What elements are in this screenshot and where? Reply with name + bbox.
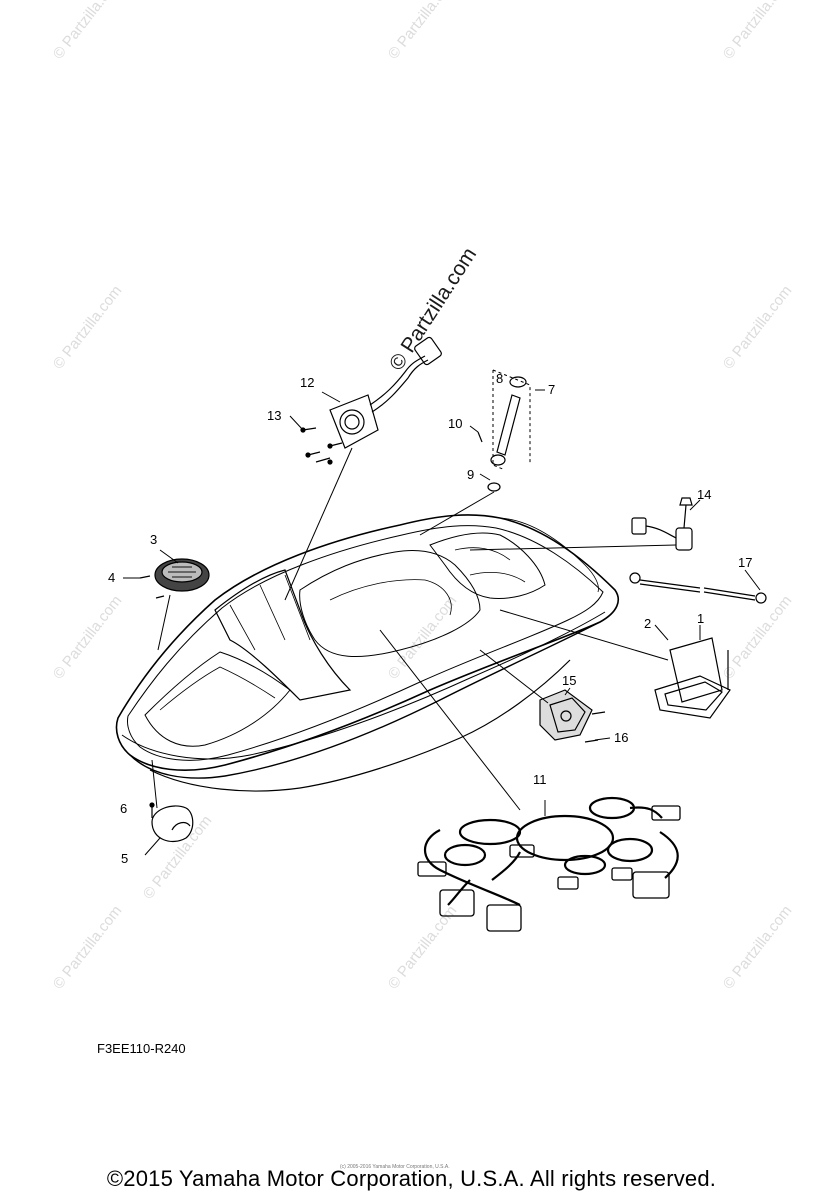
- watermark-layer: © Partzilla.com © Partzilla.com © Partzi…: [50, 0, 796, 992]
- callout-labels: 1 2 3 4 5 6 7 8 9 10 11 12 13 14 15 16 1…: [108, 371, 752, 866]
- controller-part: [539, 689, 606, 743]
- callout-16: 16: [614, 730, 628, 745]
- callout-4: 4: [108, 570, 115, 585]
- watermark: © Partzilla.com: [720, 592, 796, 682]
- callout-5: 5: [121, 851, 128, 866]
- callout-11: 11: [533, 772, 547, 787]
- diagram-code: F3EE110-R240: [97, 1041, 186, 1056]
- callout-8: 8: [496, 371, 503, 386]
- callout-7: 7: [548, 382, 555, 397]
- callout-17: 17: [738, 555, 752, 570]
- callout-3: 3: [150, 532, 157, 547]
- callout-15: 15: [562, 673, 576, 688]
- boat-hull: [115, 514, 619, 792]
- watermark: © Partzilla.com: [720, 902, 796, 992]
- callout-12: 12: [300, 375, 314, 390]
- small-copyright-note: (c) 2005-2016 Yamaha Motor Corporation, …: [340, 1164, 450, 1170]
- cable-part: [629, 572, 767, 604]
- battery-bracket-part: [654, 637, 731, 719]
- stern-light-part: [149, 802, 194, 843]
- wire-harness-part: [417, 796, 681, 932]
- callout-10: 10: [448, 416, 462, 431]
- speaker-ring-part: [300, 336, 442, 465]
- copyright-footer: ©2015 Yamaha Motor Corporation, U.S.A. A…: [106, 1166, 717, 1191]
- callout-1: 1: [697, 611, 704, 626]
- watermark: © Partzilla.com: [50, 0, 126, 62]
- watermark-main: © Partzilla.com: [385, 244, 481, 375]
- watermark: © Partzilla.com: [50, 902, 126, 992]
- callout-9: 9: [467, 467, 474, 482]
- callout-14: 14: [697, 487, 711, 502]
- watermark: © Partzilla.com: [720, 0, 796, 62]
- callout-13: 13: [267, 408, 281, 423]
- callout-2: 2: [644, 616, 651, 631]
- drain-assembly-part: [477, 369, 531, 492]
- leader-lines: [123, 389, 761, 856]
- watermark: © Partzilla.com: [140, 812, 216, 902]
- callout-6: 6: [120, 801, 127, 816]
- bow-light-part: [139, 558, 210, 599]
- watermark: © Partzilla.com: [385, 0, 461, 62]
- watermark: © Partzilla.com: [50, 592, 126, 682]
- sensor-part: [631, 497, 693, 551]
- watermark: © Partzilla.com: [720, 282, 796, 372]
- watermark: © Partzilla.com: [50, 282, 126, 372]
